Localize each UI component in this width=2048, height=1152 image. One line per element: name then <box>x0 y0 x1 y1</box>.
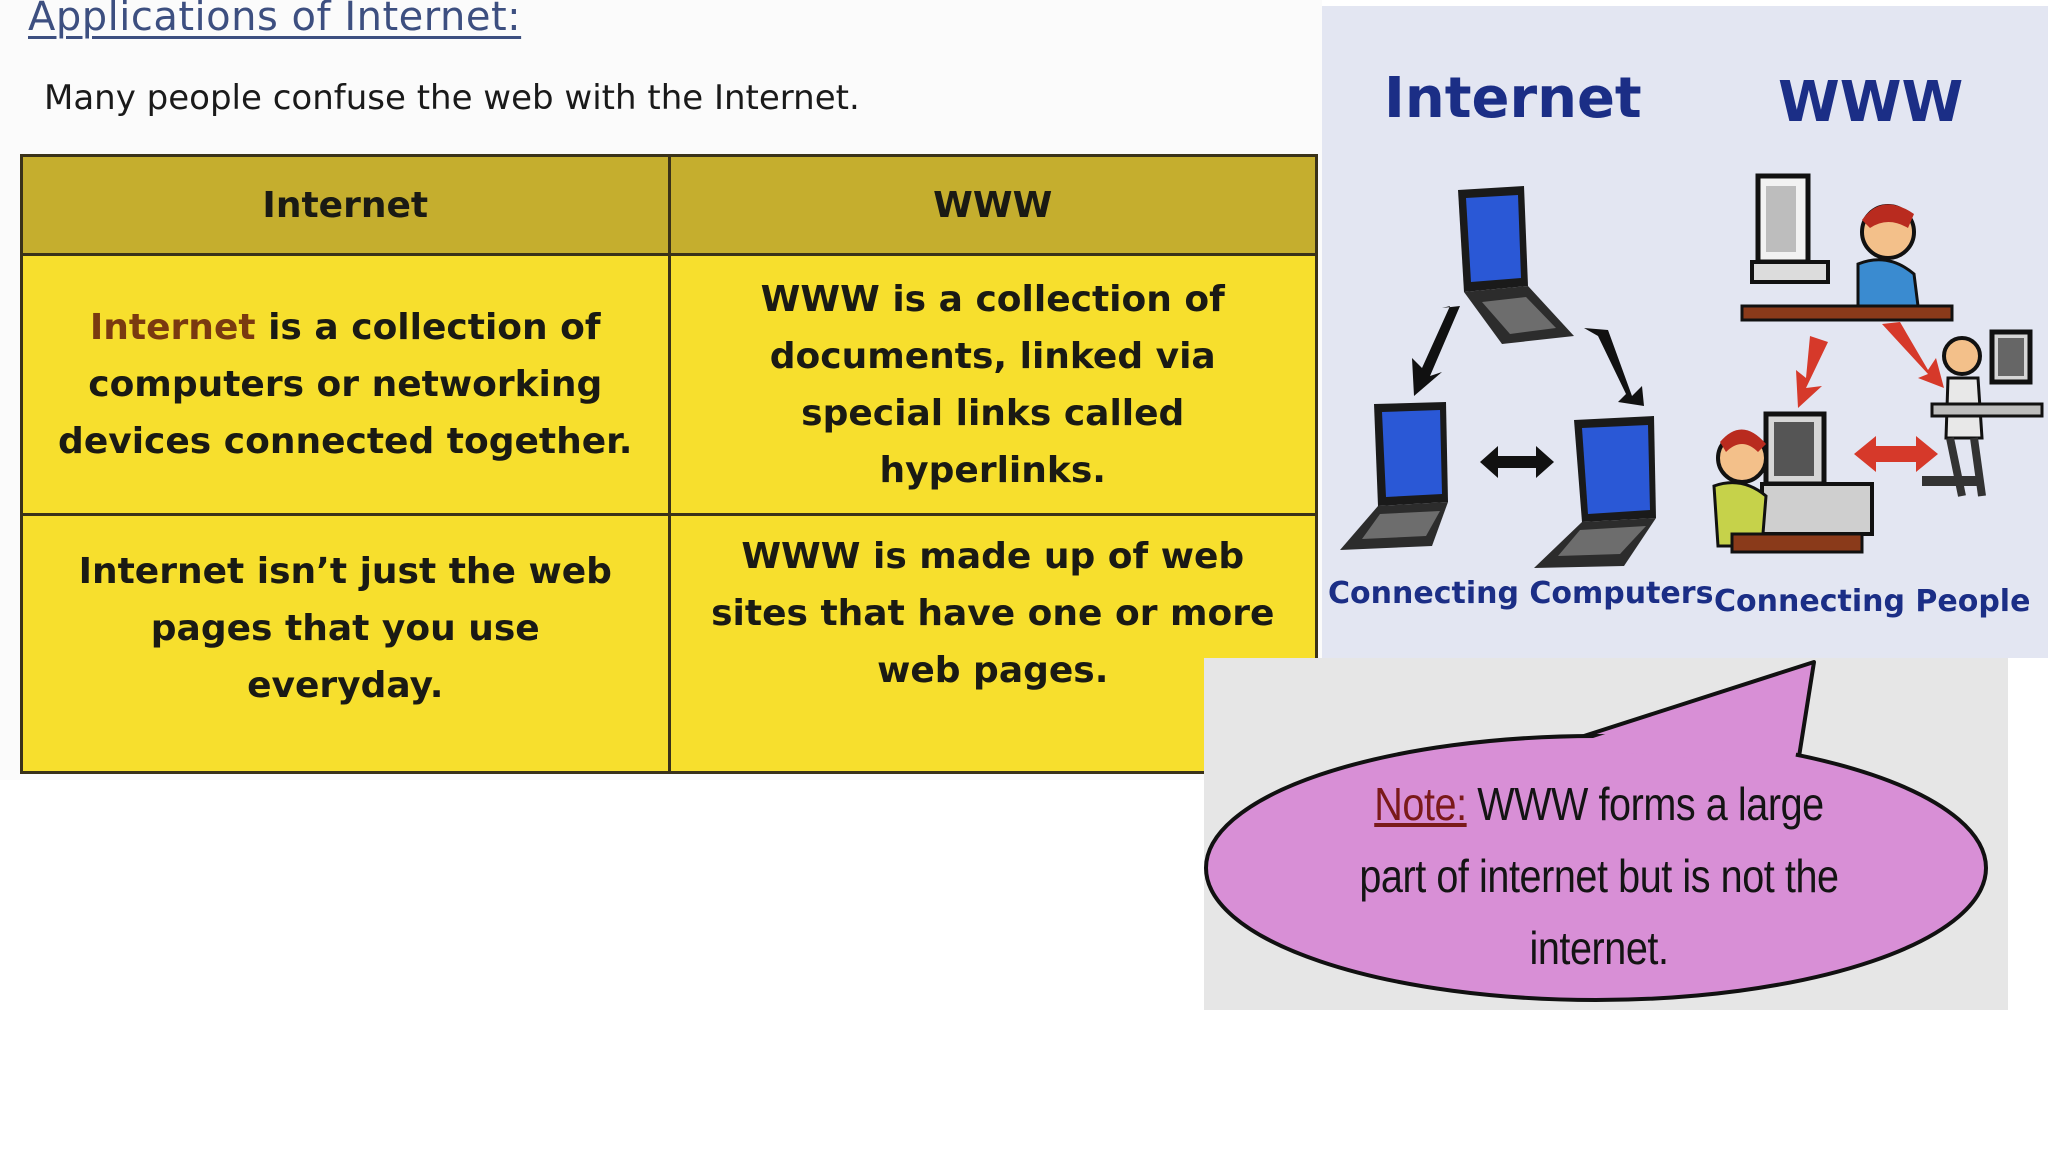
cell-internet-detail: Internet isn’t just the web pages that y… <box>20 513 671 774</box>
connection-arrow-icon <box>1796 322 1944 472</box>
laptop-icon <box>1534 416 1656 568</box>
caption-connecting-computers: Connecting Computers <box>1328 576 1714 611</box>
diagram-heading-www: WWW <box>1778 70 1964 135</box>
cell-www-definition: WWW is a collection of documents, linked… <box>667 253 1318 516</box>
diagram-heading-internet: Internet <box>1384 66 1642 131</box>
internet-vs-www-diagram: Internet WWW Connecting Computers Connec… <box>1322 6 2048 658</box>
table-row: Internet isn’t just the web pages that y… <box>20 513 1318 774</box>
comparison-table: Internet WWW Internet is a collection of… <box>20 154 1318 774</box>
slide: Applications of Internet: Many people co… <box>0 0 1322 780</box>
note-text: Note: WWW forms a large part of internet… <box>1337 768 1862 984</box>
laptop-icon <box>1458 186 1574 344</box>
cell-internet-definition: Internet is a collection of computers or… <box>20 253 671 516</box>
table-header-row: Internet WWW <box>20 154 1318 256</box>
table-row: Internet is a collection of computers or… <box>20 253 1318 516</box>
diagram-illustration <box>1340 173 2044 568</box>
caption-connecting-people: Connecting People <box>1714 584 2031 619</box>
header-www: WWW <box>667 154 1318 256</box>
note-label: Note: <box>1374 778 1467 830</box>
note-body: WWW forms a large part of internet but i… <box>1359 778 1839 974</box>
connection-arrow-icon <box>1412 306 1644 478</box>
cell-www-detail: WWW is made up of web sites that have on… <box>667 513 1318 774</box>
note-callout: Note: WWW forms a large part of internet… <box>1204 658 2008 1010</box>
person-at-computer-icon <box>1712 411 1874 554</box>
person-at-computer-icon <box>1740 173 1954 322</box>
internet-definition-text: is a collection of computers or networki… <box>58 307 633 462</box>
internet-keyword: Internet <box>89 307 256 348</box>
header-internet: Internet <box>20 154 671 256</box>
slide-subtitle: Many people confuse the web with the Int… <box>44 78 860 118</box>
speech-bubble <box>1204 660 1988 1002</box>
slide-title: Applications of Internet: <box>28 0 522 40</box>
person-at-computer-icon <box>1922 329 2044 497</box>
laptop-icon <box>1340 402 1448 550</box>
